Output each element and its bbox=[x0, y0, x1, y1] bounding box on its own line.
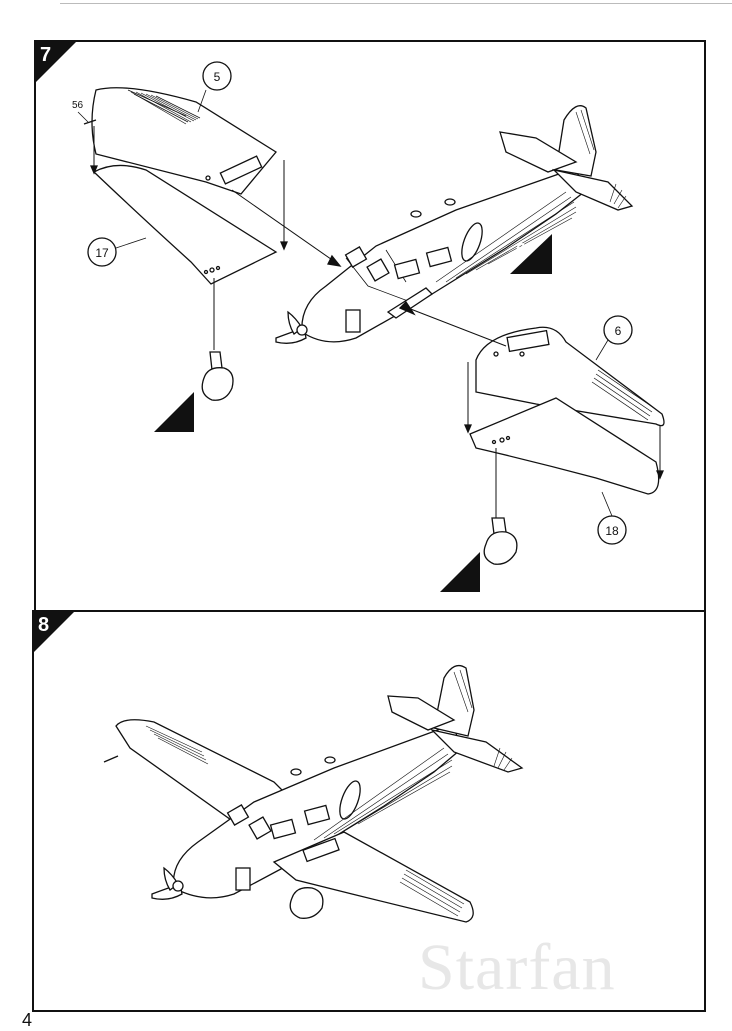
step-7-number: 7 bbox=[40, 44, 52, 66]
step-7-panel: 7 bbox=[34, 40, 706, 612]
pitot-56 bbox=[83, 119, 97, 125]
callout-18: 18 bbox=[605, 524, 619, 538]
left-wing-lower bbox=[92, 164, 278, 285]
callout-56: 56 bbox=[72, 100, 84, 111]
ref-step-2-left: 2 bbox=[160, 398, 170, 418]
page-number: 4 bbox=[22, 1010, 33, 1030]
step-8-number: 8 bbox=[38, 614, 50, 636]
step-8-panel: 8 bbox=[32, 610, 706, 1012]
callout-6: 6 bbox=[615, 324, 622, 338]
right-wing-upper bbox=[475, 326, 665, 427]
fuselage bbox=[275, 105, 634, 344]
left-landing-gear bbox=[201, 351, 234, 401]
step-8-illustration bbox=[103, 664, 524, 923]
watermark: Starfan bbox=[418, 931, 616, 1004]
top-rule bbox=[60, 3, 732, 4]
step-7-illustration: 5 17 56 2 bbox=[72, 61, 665, 592]
assembled-aircraft bbox=[103, 664, 524, 923]
right-landing-gear bbox=[483, 517, 518, 565]
ref-step-6: 6 bbox=[516, 240, 526, 260]
step-8-tag bbox=[32, 610, 76, 654]
ref-step-2-right: 2 bbox=[446, 558, 456, 578]
step-7-tag bbox=[34, 40, 78, 84]
callout-5: 5 bbox=[214, 70, 221, 84]
callout-17: 17 bbox=[95, 246, 109, 260]
left-wing-upper bbox=[91, 87, 277, 195]
